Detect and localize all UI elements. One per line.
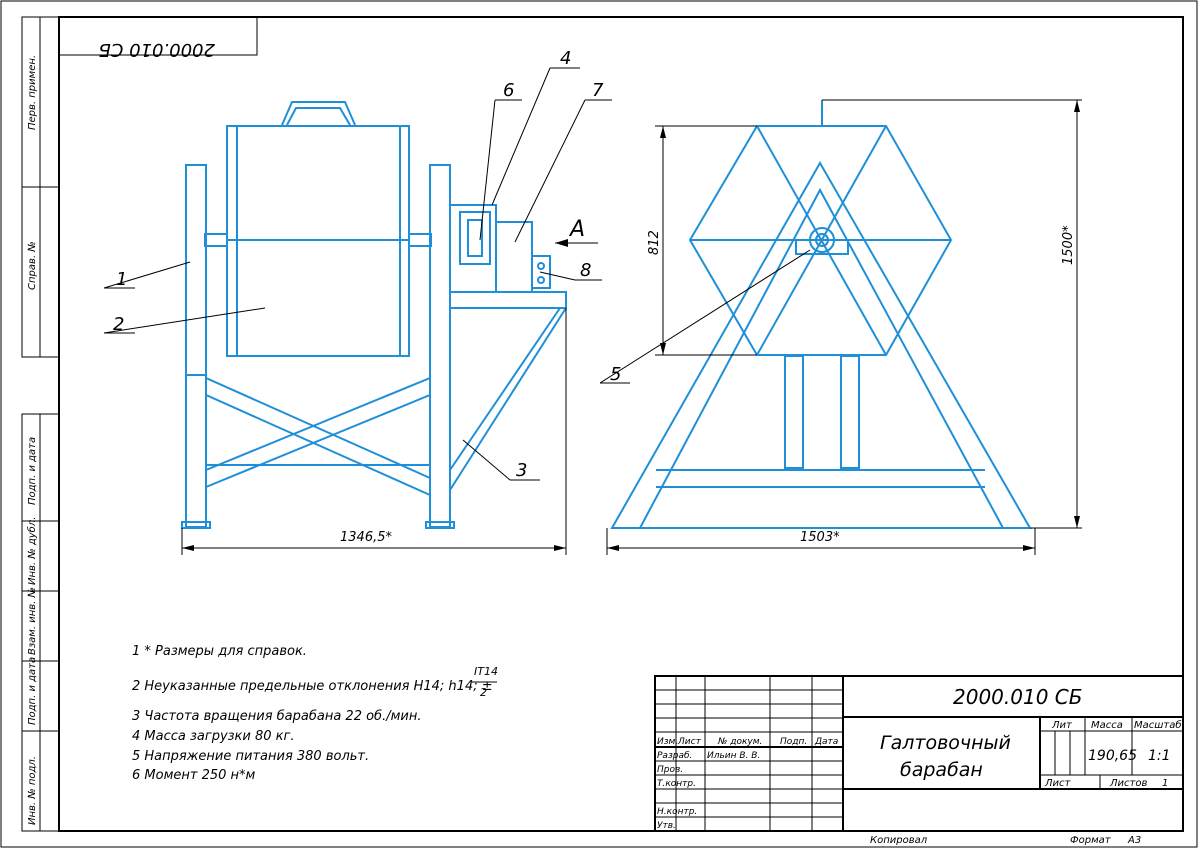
callout-8: 8: [580, 260, 591, 281]
masshtab-label: Масштаб: [1134, 719, 1182, 731]
listov-value: 1: [1162, 778, 1168, 789]
dim-total-height-text: 1500*: [1061, 225, 1076, 265]
row-razrab: Разраб.: [657, 751, 692, 761]
col-sign: Подп.: [780, 737, 807, 747]
dimension-length: 1346,5*: [181, 308, 567, 555]
callout-4: 4: [560, 48, 571, 69]
stamp-inv-podl: Инв. № подл.: [27, 756, 38, 825]
callout-7: 7: [592, 80, 604, 101]
title-code: 2000.010 СБ: [953, 685, 1082, 709]
dim-drum-height-text: 812: [647, 230, 662, 255]
dim-width-text: 1503*: [800, 530, 840, 545]
dimension-drum-height: 812: [647, 125, 757, 356]
footer-copied: Копировал: [870, 835, 928, 846]
massa-value: 190,65: [1088, 748, 1137, 764]
col-doc: № докум.: [717, 737, 762, 747]
stamp-podp-2: Подп. и дата: [27, 657, 38, 725]
note-5: 5 Напряжение питания 380 вольт.: [132, 749, 369, 764]
col-list: Лист: [677, 737, 702, 747]
listov-label: Листов: [1109, 778, 1147, 789]
view-label-a: А: [568, 217, 585, 242]
col-izm: Изм.: [657, 737, 678, 747]
tolerance-num: IT14: [474, 665, 498, 678]
callout-3: 3: [516, 460, 527, 481]
technical-notes: 1 * Размеры для справок. 2 Неуказанные п…: [132, 644, 498, 783]
left-post: [185, 164, 207, 528]
callout-1: 1: [116, 269, 127, 290]
row-utv: Утв.: [657, 821, 676, 831]
footer-format: Формат: [1070, 835, 1112, 846]
side-stamp-strip: Перв. примен. Справ. № Подп. и дата Инв.…: [21, 16, 60, 832]
note-4: 4 Масса загрузки 80 кг.: [132, 729, 294, 744]
callout-2: 2: [113, 314, 124, 335]
dimension-width: 1503*: [606, 528, 1036, 555]
col-date: Дата: [814, 737, 838, 747]
right-post: [429, 164, 451, 528]
motor: [495, 221, 533, 293]
stamp-perv: Перв. примен.: [27, 55, 38, 130]
footer-format-value: А3: [1127, 835, 1141, 846]
motor-platform: [449, 291, 567, 309]
note-1: 1 * Размеры для справок.: [132, 644, 307, 659]
title-block: 2000.010 СБ Галтовочный барабан Изм. Лис…: [654, 675, 1184, 832]
row-prov: Пров.: [657, 765, 683, 775]
stamp-podp-1: Подп. и дата: [27, 437, 38, 505]
a-frame: [610, 160, 1032, 529]
side-view: [610, 100, 1032, 529]
mirrored-code: 2000.010 СБ: [98, 39, 215, 60]
title-name-2: барабан: [900, 759, 983, 781]
note-3: 3 Частота вращения барабана 22 об./мин.: [132, 709, 421, 724]
masshtab-value: 1:1: [1148, 748, 1171, 764]
row-razrab-name: Ильин В. В.: [707, 751, 760, 761]
stamp-sprav: Справ. №: [27, 241, 38, 290]
note-2: 2 Неуказанные предельные отклонения H14;…: [132, 679, 493, 694]
stamp-inv-dubl: Инв. № дубл.: [26, 517, 38, 585]
row-tkontr: Т.контр.: [657, 779, 696, 789]
dimension-total-height: 1500*: [822, 99, 1082, 529]
stamp-vzam: Взам. инв. №: [27, 587, 38, 655]
dim-length-text: 1346,5*: [340, 530, 392, 545]
callout-6: 6: [503, 80, 514, 101]
callout-5: 5: [610, 364, 621, 385]
mirrored-code-box: [58, 16, 258, 56]
title-name-1: Галтовочный: [880, 732, 1011, 754]
callouts-front: 1 2 3 4 6 7 8 А: [103, 48, 612, 481]
list-label: Лист: [1044, 778, 1072, 789]
bearing: [795, 239, 849, 255]
tolerance-den: 2: [480, 686, 487, 699]
massa-label: Масса: [1091, 720, 1123, 731]
row-nkontr: Н.контр.: [657, 807, 697, 817]
front-view: [181, 101, 567, 529]
lit-label: Лит: [1051, 720, 1073, 731]
note-6: 6 Момент 250 н*м: [132, 768, 256, 783]
